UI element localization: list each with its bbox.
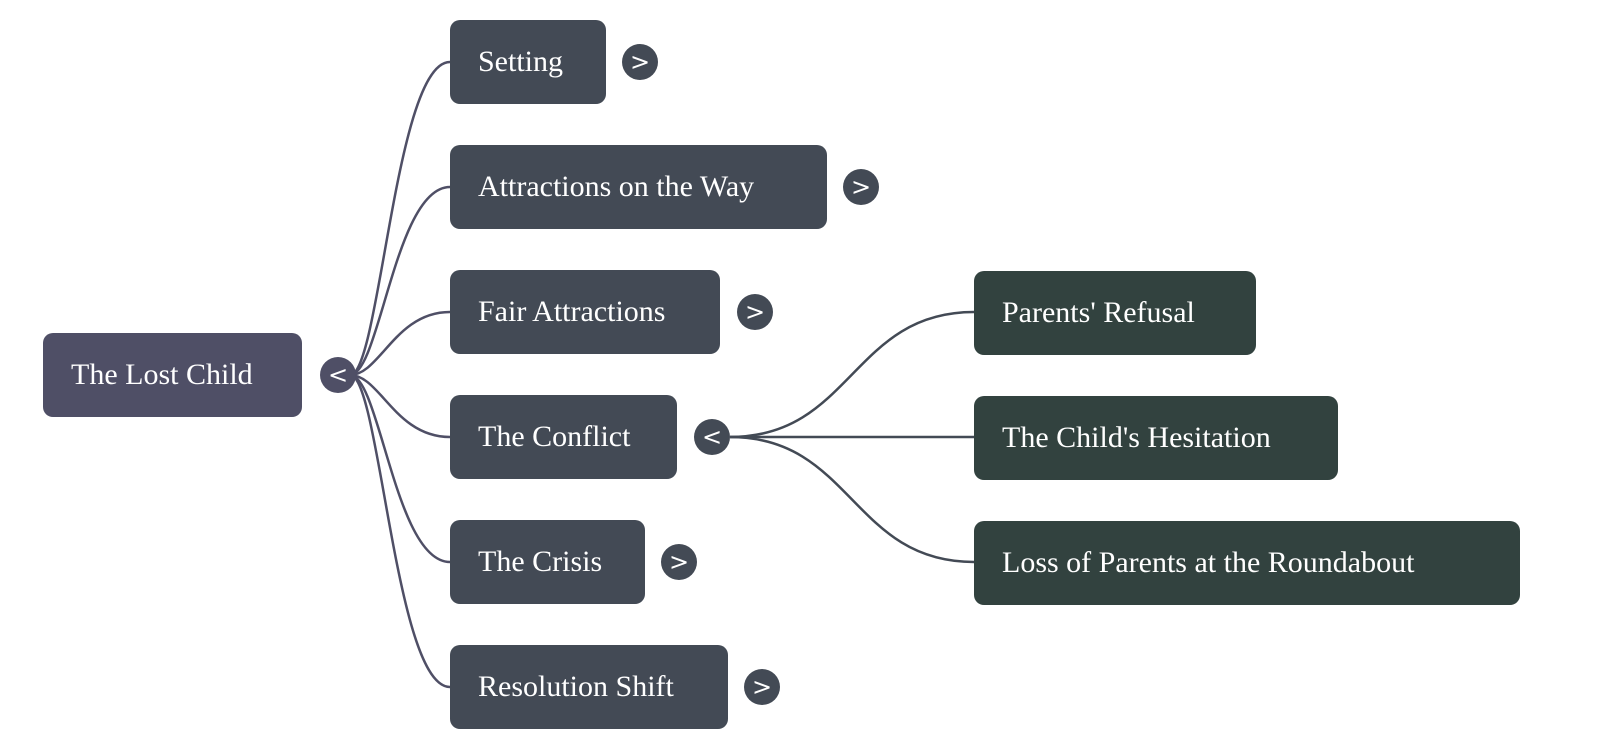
leaf-label: Parents' Refusal xyxy=(1002,296,1195,329)
branch-label: Setting xyxy=(478,45,564,78)
root-connector xyxy=(349,373,451,439)
root-node[interactable]: The Lost Child xyxy=(43,333,302,417)
chevron-left-icon: < xyxy=(327,361,349,389)
chevron-right-icon: > xyxy=(629,48,651,76)
chevron-right-icon: > xyxy=(850,173,872,201)
conflict-connector xyxy=(729,310,975,439)
collapse-toggle-the-conflict[interactable]: < xyxy=(694,419,730,455)
leaf-label: Loss of Parents at the Roundabout xyxy=(1002,546,1415,579)
chevron-right-icon: > xyxy=(744,298,766,326)
expand-toggle-fair-attractions[interactable]: > xyxy=(737,294,773,330)
branch-label: Resolution Shift xyxy=(478,670,674,703)
leaf-label: The Child's Hesitation xyxy=(1002,421,1271,454)
root-collapse-toggle[interactable]: < xyxy=(320,357,356,393)
conflict-connector xyxy=(729,435,975,564)
leaf-node-parents-refusal[interactable]: Parents' Refusal xyxy=(974,271,1256,355)
branch-node-resolution-shift[interactable]: Resolution Shift xyxy=(450,645,728,729)
root-connector xyxy=(349,185,451,377)
expand-toggle-setting[interactable]: > xyxy=(622,44,658,80)
leaf-node-loss-of-parents-at-the-roundabout[interactable]: Loss of Parents at the Roundabout xyxy=(974,521,1520,605)
chevron-left-icon: < xyxy=(701,423,723,451)
chevron-right-icon: > xyxy=(668,548,690,576)
root-connector xyxy=(349,60,451,377)
root-label: The Lost Child xyxy=(71,358,253,391)
branch-label: The Crisis xyxy=(478,545,603,578)
branch-label: The Conflict xyxy=(478,420,631,453)
branch-label: Fair Attractions xyxy=(478,295,666,328)
branch-node-fair-attractions[interactable]: Fair Attractions xyxy=(450,270,720,354)
root-connector xyxy=(349,310,451,377)
branch-node-attractions-on-the-way[interactable]: Attractions on the Way xyxy=(450,145,827,229)
branch-node-the-conflict[interactable]: The Conflict xyxy=(450,395,677,479)
branch-label: Attractions on the Way xyxy=(478,170,755,203)
expand-toggle-resolution-shift[interactable]: > xyxy=(744,669,780,705)
expand-toggle-the-crisis[interactable]: > xyxy=(661,544,697,580)
root-connector xyxy=(349,373,451,564)
branch-node-setting[interactable]: Setting xyxy=(450,20,606,104)
chevron-right-icon: > xyxy=(751,673,773,701)
branch-node-the-crisis[interactable]: The Crisis xyxy=(450,520,645,604)
root-connector xyxy=(349,373,451,689)
leaf-node-the-childs-hesitation[interactable]: The Child's Hesitation xyxy=(974,396,1338,480)
expand-toggle-attractions-on-the-way[interactable]: > xyxy=(843,169,879,205)
